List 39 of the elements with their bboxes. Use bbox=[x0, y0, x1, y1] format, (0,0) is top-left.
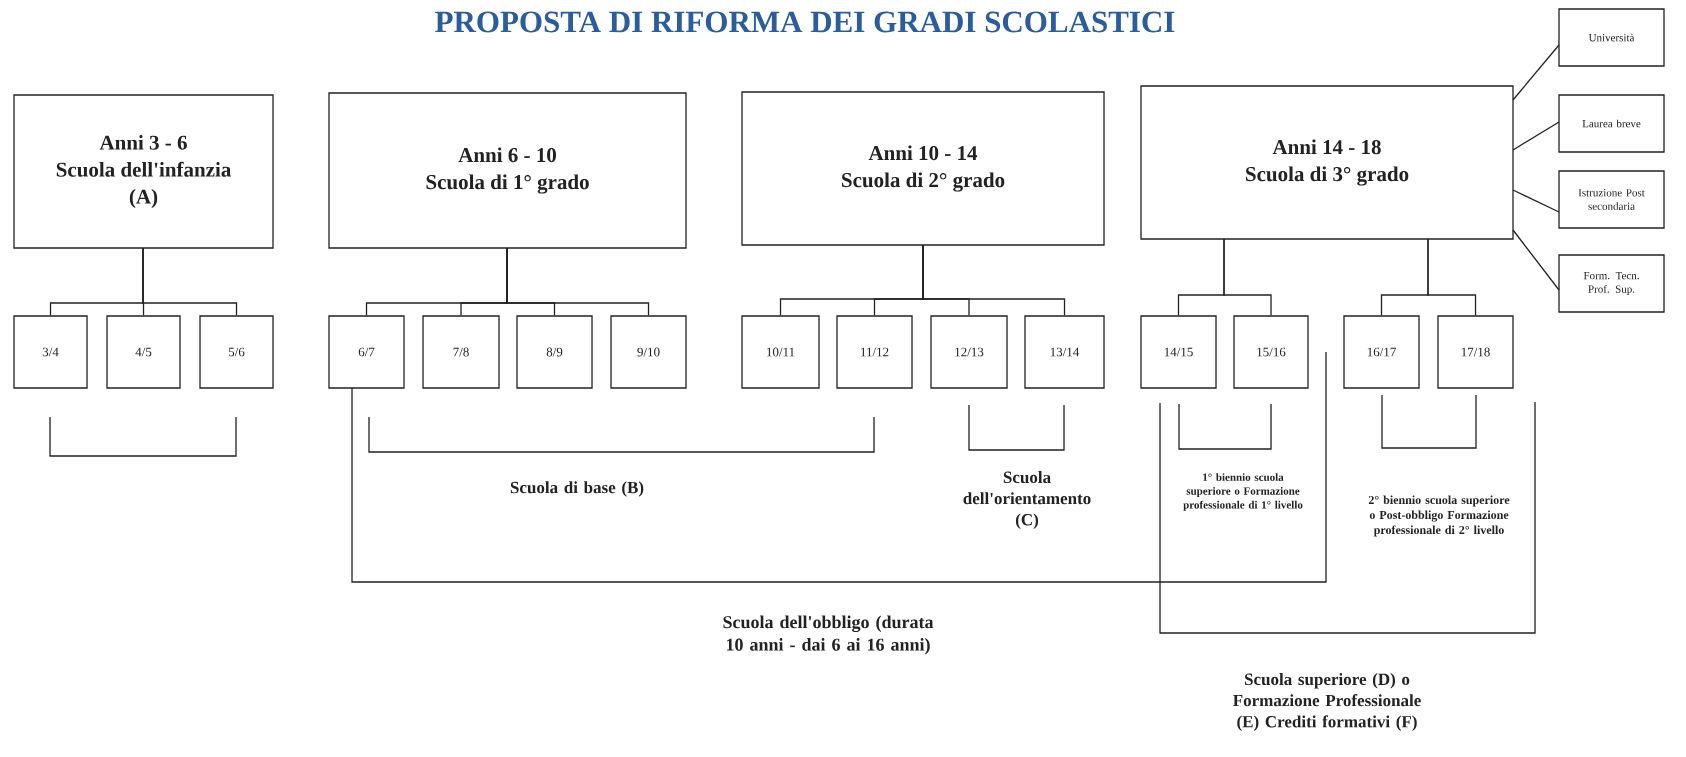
connector-line bbox=[1512, 44, 1560, 101]
school-level-box: Anni 6 - 10 Scuola di 1° grado bbox=[328, 92, 687, 249]
year-box: 5/6 bbox=[199, 315, 274, 389]
year-box: 6/7 bbox=[328, 315, 405, 389]
bracket-label: Scuola di base (B) bbox=[510, 481, 644, 497]
connector-line bbox=[506, 247, 650, 316]
year-box: 9/10 bbox=[610, 315, 687, 389]
connector-line bbox=[142, 247, 238, 316]
connector-line bbox=[1512, 121, 1560, 151]
year-box: 16/17 bbox=[1343, 315, 1420, 389]
pathway-box: Università bbox=[1558, 8, 1665, 67]
bracket-label: Scuola superiore (D) o Formazione Professionale (E) Crediti formativi (F) bbox=[1233, 673, 1421, 731]
year-box: 3/4 bbox=[13, 315, 88, 389]
year-box: 7/8 bbox=[422, 315, 500, 389]
year-box: 14/15 bbox=[1140, 315, 1217, 389]
year-box: 15/16 bbox=[1233, 315, 1309, 389]
connector-line bbox=[1427, 238, 1477, 316]
title: PROPOSTA DI RIFORMA DEI GRADI SCOLASTICI bbox=[435, 11, 1175, 33]
connector-line bbox=[1223, 238, 1272, 316]
connector-line bbox=[1512, 229, 1560, 291]
connector-line bbox=[1512, 189, 1560, 213]
school-level-box: Anni 3 - 6 Scuola dell'infanzia (A) bbox=[13, 94, 274, 249]
year-box: 17/18 bbox=[1437, 315, 1514, 389]
bracket-label: Scuola dell'orientamento (C) bbox=[963, 471, 1091, 529]
bracket-label: 2° biennio scuola superiore o Post-obbligo Formazione professionale di 2° livello bbox=[1368, 495, 1510, 537]
connector-line bbox=[922, 244, 1066, 316]
year-box: 10/11 bbox=[741, 315, 820, 389]
bracket-label: 1° biennio scuola superiore o Formazione professionale di 1° livello bbox=[1183, 473, 1303, 511]
year-box: 8/9 bbox=[516, 315, 593, 389]
year-box: 4/5 bbox=[106, 315, 181, 389]
school-level-box: Anni 10 - 14 Scuola di 2° grado bbox=[741, 91, 1105, 246]
school-level-box: Anni 14 - 18 Scuola di 3° grado bbox=[1140, 85, 1514, 240]
bracket-label: Scuola dell'obbligo (durata 10 anni - dai 6 ai 16 anni) bbox=[723, 615, 934, 655]
year-box: 13/14 bbox=[1024, 315, 1105, 389]
pathway-box: Istruzione Post secondaria bbox=[1558, 170, 1665, 229]
pathway-box: Laurea breve bbox=[1558, 94, 1665, 153]
pathway-box: Form. Tecn. Prof. Sup. bbox=[1558, 254, 1665, 313]
year-box: 11/12 bbox=[836, 315, 913, 389]
year-box: 12/13 bbox=[930, 315, 1008, 389]
